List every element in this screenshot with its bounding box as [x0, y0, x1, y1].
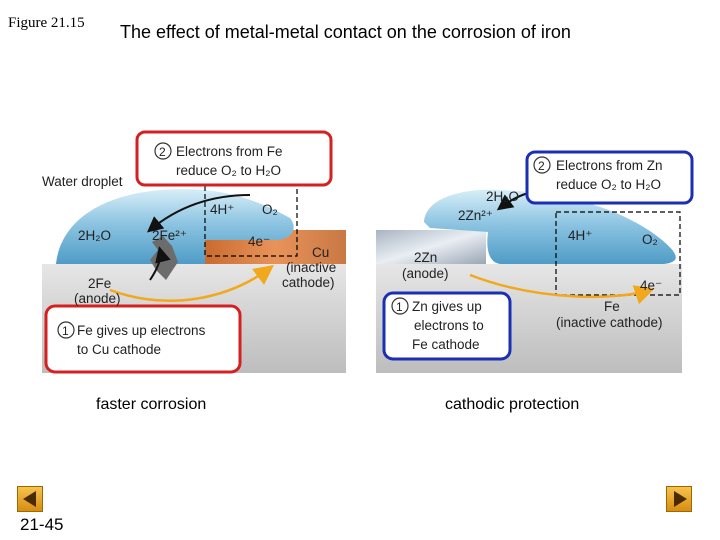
left-panel: Water droplet 2 Electrons from Fe reduce… [42, 130, 346, 374]
right-step1-box [382, 291, 512, 361]
next-slide-button[interactable] [666, 486, 692, 512]
svg-text:1: 1 [62, 324, 69, 338]
water-droplet-label: Water droplet [42, 174, 123, 189]
right-step1-line1: Zn gives up [412, 299, 482, 314]
right-h2o: 2H₂O [486, 189, 519, 204]
figure-label: Figure 21.15 [8, 15, 85, 31]
previous-slide-button[interactable] [17, 486, 43, 512]
svg-text:cathode): cathode) [282, 275, 335, 290]
left-step1-box [44, 304, 242, 374]
right-electrons: 4e⁻ [640, 278, 662, 293]
right-h-ion: 4H⁺ [568, 228, 592, 243]
right-step1-line2: electrons to [414, 318, 484, 333]
slide-title: The effect of metal-metal contact on the… [120, 22, 571, 42]
zn-label: 2Zn [414, 250, 437, 265]
svg-text:2: 2 [538, 159, 545, 173]
left-step1-line2: to Cu cathode [77, 342, 161, 357]
left-step1-line1: Fe gives up electrons [77, 323, 206, 338]
left-electrons: 4e⁻ [248, 234, 270, 249]
right-water-droplet [424, 189, 676, 264]
right-zn-ion: 2Zn²⁺ [458, 208, 493, 223]
right-fe-label: Fe [604, 299, 620, 314]
svg-text:1: 1 [396, 300, 403, 314]
right-step1-line3: Fe cathode [412, 337, 480, 352]
left-caption: faster corrosion [96, 396, 207, 413]
left-step2-line2: reduce O₂ to H₂O [176, 163, 281, 178]
svg-text:(inactive: (inactive [286, 260, 336, 275]
left-fe-ion: 2Fe²⁺ [152, 228, 187, 243]
right-step2-box [525, 150, 694, 205]
right-caption: cathodic protection [445, 396, 580, 413]
slide-number: 21-45 [20, 515, 64, 534]
svg-text:(anode): (anode) [402, 266, 449, 281]
left-h-ion: 4H⁺ [210, 202, 234, 217]
cu-label: Cu [312, 245, 329, 260]
right-o2: O₂ [642, 232, 658, 247]
svg-text:(inactive cathode): (inactive cathode) [556, 315, 663, 330]
next-arrow-icon [674, 491, 687, 507]
svg-text:2: 2 [159, 145, 166, 159]
left-step2-line1: Electrons from Fe [176, 144, 283, 159]
left-h2o: 2H₂O [78, 228, 111, 243]
right-panel: 2 Electrons from Zn reduce O₂ to H₂O 2H₂… [376, 150, 694, 373]
right-step2-line2: reduce O₂ to H₂O [556, 177, 661, 192]
left-step2-box [135, 130, 333, 187]
previous-arrow-icon [23, 491, 36, 507]
left-water-droplet [56, 189, 294, 264]
left-o2: O₂ [262, 202, 278, 217]
svg-text:(anode): (anode) [74, 291, 121, 306]
right-step2-line1: Electrons from Zn [556, 158, 663, 173]
left-fe-label: 2Fe [88, 276, 111, 291]
zinc-block [376, 230, 486, 264]
